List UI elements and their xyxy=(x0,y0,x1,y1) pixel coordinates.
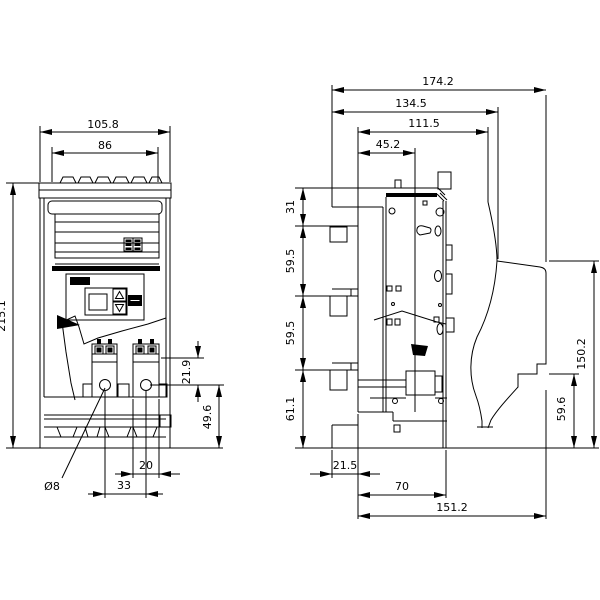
plate-holes xyxy=(386,200,445,335)
dim-front-clamp-to-hole: 21.9 xyxy=(180,360,193,385)
handle-housing xyxy=(470,201,547,429)
side-dimensions: 174.2 134.5 111.5 45.2 31 59.5 59.5 61.1… xyxy=(284,75,599,519)
top-right-bracket xyxy=(437,171,452,190)
terminal-lug-right xyxy=(132,339,160,398)
dim-front-hole-to-base: 49.6 xyxy=(201,405,214,430)
front-view xyxy=(38,176,172,448)
dim-front-hole-pitch: 33 xyxy=(117,479,131,492)
dim-side-lug-pitch-lower: 59.5 xyxy=(284,321,297,346)
side-cover-break xyxy=(373,310,447,325)
up-button xyxy=(112,288,127,302)
dim-front-inner-width: 86 xyxy=(98,139,112,152)
dim-side-depth-inner: 111.5 xyxy=(408,117,440,130)
display-panel xyxy=(65,273,145,321)
vent-tabs xyxy=(59,176,163,184)
cable-hole-left xyxy=(99,379,111,391)
side-view xyxy=(329,171,547,448)
dim-side-lug-pitch-upper: 59.5 xyxy=(284,249,297,274)
side-terminal-lugs xyxy=(329,226,359,391)
dim-side-base-overall: 151.2 xyxy=(436,501,468,514)
down-arrow-icon xyxy=(114,304,125,313)
dim-side-top-to-lug: 31 xyxy=(284,200,297,214)
base-slots xyxy=(56,426,158,438)
front-divider-bar xyxy=(52,266,160,271)
dim-side-base-setback: 21.5 xyxy=(333,459,358,472)
dim-side-depth-front: 45.2 xyxy=(376,138,401,151)
display-screen xyxy=(88,293,108,311)
dim-side-lug-to-base: 61.1 xyxy=(284,397,297,422)
terminal-cover-break xyxy=(57,315,167,401)
dim-front-overall-width: 105.8 xyxy=(87,118,119,131)
dim-front-hole-diameter: Ø8 xyxy=(44,480,60,493)
operating-mechanism xyxy=(358,344,444,404)
down-button xyxy=(112,301,127,315)
front-dimensions: 105.8 86 215.1 21.9 49.6 Ø8 20 33 xyxy=(0,118,224,498)
dim-front-overall-height: 215.1 xyxy=(0,300,8,332)
dim-side-base-depth: 70 xyxy=(395,480,409,493)
up-arrow-icon xyxy=(114,290,125,299)
cable-hole-right xyxy=(140,379,152,391)
rating-plate xyxy=(123,237,143,252)
display-label xyxy=(70,277,90,285)
dim-side-step-height: 59.6 xyxy=(555,397,568,422)
dim-side-depth-overall: 174.2 xyxy=(422,75,454,88)
dim-side-handle-height: 150.2 xyxy=(575,338,588,370)
top-tab xyxy=(394,179,402,189)
dim-side-depth-mid: 134.5 xyxy=(395,97,427,110)
